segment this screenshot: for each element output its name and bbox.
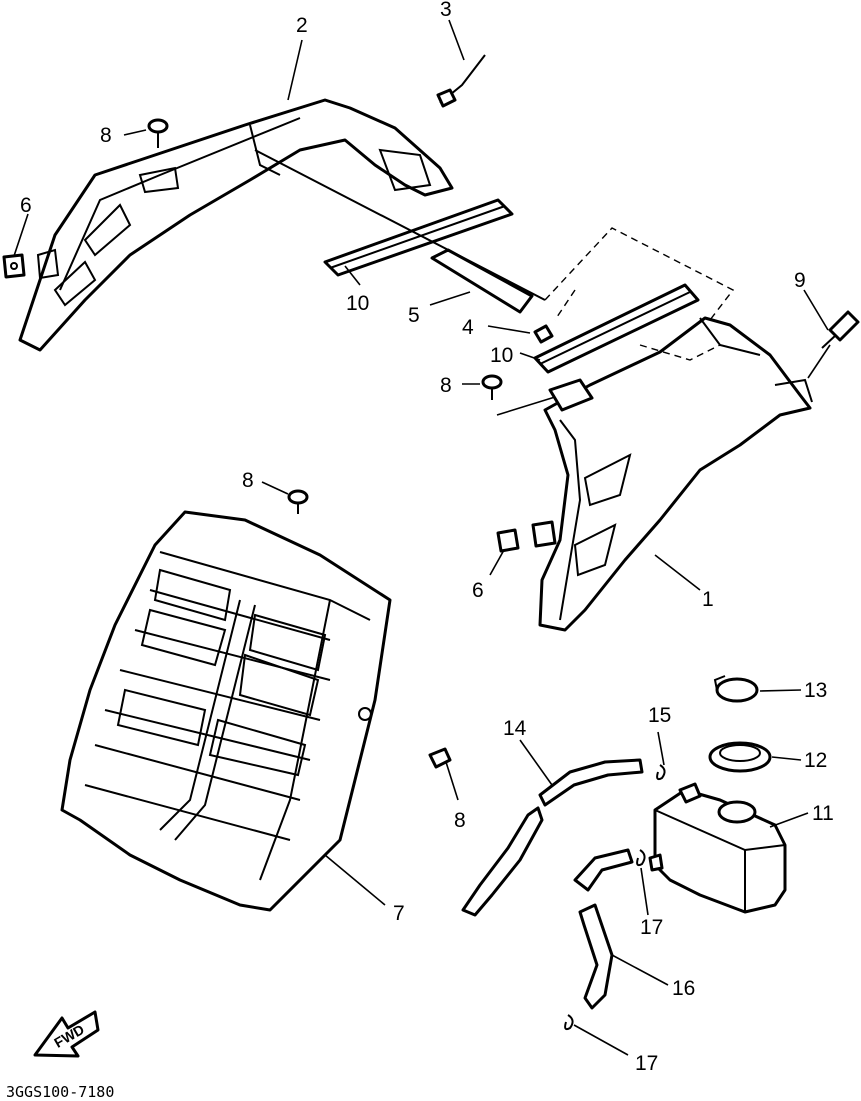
hose-clamp-part-15 <box>656 764 666 781</box>
callout-11: 11 <box>812 802 834 825</box>
right-shroud-part-1 <box>538 316 813 632</box>
nut-part-4 <box>533 324 554 344</box>
callout-10: 10 <box>490 344 513 367</box>
callout-14: 14 <box>503 717 527 740</box>
hose-part-16 <box>573 848 634 1010</box>
drawing-code: 3GGS100-7180 <box>6 1083 114 1101</box>
callout-13: 13 <box>804 679 827 702</box>
callout-12: 12 <box>804 749 827 772</box>
screw-part-8-grille-top <box>287 489 309 514</box>
pad-part-5 <box>430 248 534 314</box>
left-shroud-part-2 <box>18 98 454 352</box>
seal-strip-part-10-upper <box>323 198 514 277</box>
callout-17: 17 <box>640 916 663 939</box>
hose-clamp-part-17-upper <box>636 849 646 867</box>
callout-1: 1 <box>702 588 714 611</box>
hose-part-14 <box>461 758 644 917</box>
callout-3: 3 <box>440 0 452 21</box>
callout-2: 2 <box>296 14 308 37</box>
callout-8: 8 <box>440 374 452 397</box>
screw-part-8-middle <box>481 374 503 400</box>
callout-5: 5 <box>408 304 420 327</box>
clip-nut-part-6-left <box>2 253 26 279</box>
reservoir-tank-part-11 <box>648 782 787 914</box>
callout-6: 6 <box>472 579 484 602</box>
callout-15: 15 <box>648 704 671 727</box>
rivet-part-3 <box>436 54 486 108</box>
hose-clamp-part-17-lower <box>564 1014 574 1031</box>
screw-part-8-upper-left <box>147 118 169 148</box>
forward-direction-arrow: FWD <box>33 1010 100 1058</box>
callout-8: 8 <box>100 124 112 147</box>
radiator-grille-part-7 <box>60 510 392 912</box>
assembly-reference-lines <box>254 149 735 361</box>
cap-seat-part-12 <box>708 741 772 773</box>
callout-7: 7 <box>393 902 405 925</box>
cap-part-13 <box>713 675 759 703</box>
callout-8: 8 <box>454 809 466 832</box>
callout-8: 8 <box>242 469 254 492</box>
seal-strip-part-10-lower <box>533 283 700 374</box>
clip-nut-part-6-right <box>496 520 557 553</box>
callout-9: 9 <box>794 269 806 292</box>
leader-lines <box>13 19 831 1056</box>
callout-16: 16 <box>672 977 695 1000</box>
callout-labels: 2 3 8 6 10 5 4 10 8 9 6 1 8 8 7 13 12 11… <box>20 0 834 1075</box>
callout-10: 10 <box>346 292 369 315</box>
callout-4: 4 <box>462 316 474 339</box>
bolt-part-9 <box>821 310 860 349</box>
screw-part-8-grille-side <box>428 747 452 769</box>
callout-17: 17 <box>635 1052 658 1075</box>
callout-6: 6 <box>20 194 32 217</box>
